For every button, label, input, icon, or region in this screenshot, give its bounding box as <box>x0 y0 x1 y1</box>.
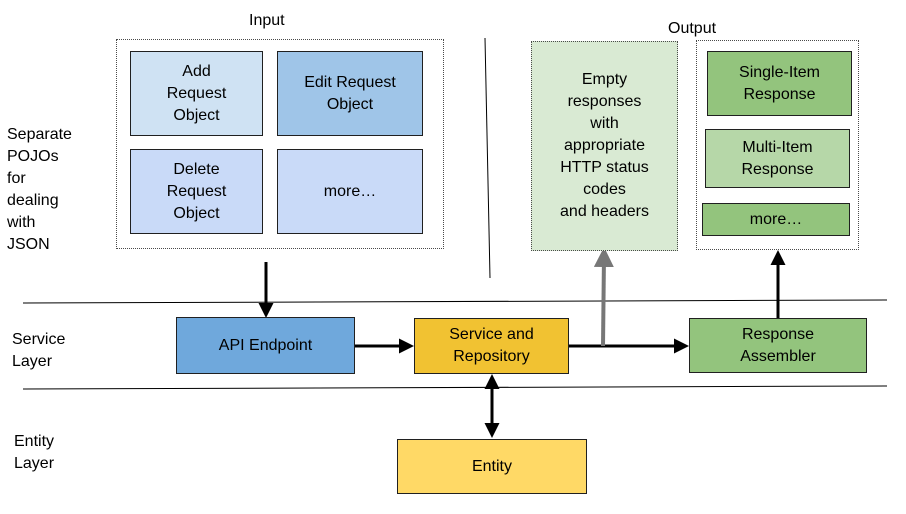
service-layer-top-divider <box>22 299 888 304</box>
service-repository-box[interactable]: Service and Repository <box>414 318 569 374</box>
response-assembler-box[interactable]: Response Assembler <box>689 318 867 373</box>
output-title: Output <box>668 20 717 37</box>
service-layer-label: Service Layer <box>12 331 66 370</box>
multi-item-response[interactable]: Multi-Item Response <box>705 129 850 188</box>
entity-box[interactable]: Entity <box>397 439 587 494</box>
add-request-object[interactable]: Add Request Object <box>130 51 263 136</box>
delete-request-object[interactable]: Delete Request Object <box>130 149 263 234</box>
api-endpoint-box[interactable]: API Endpoint <box>176 317 355 374</box>
pojos-label: Separate POJOs for dealing with JSON <box>7 126 72 253</box>
service-layer-bottom-divider <box>22 385 888 390</box>
input-group <box>116 39 444 249</box>
output-group <box>696 40 859 250</box>
empty-responses-box[interactable]: Empty responses with appropriate HTTP st… <box>531 41 678 251</box>
entity-layer-label: Entity Layer <box>14 433 55 472</box>
input-output-divider <box>484 37 491 279</box>
single-item-response[interactable]: Single-Item Response <box>707 51 852 116</box>
arrow-service-to-empty-response <box>593 247 614 347</box>
edit-request-object[interactable]: Edit Request Object <box>277 51 423 136</box>
more-input-objects[interactable]: more… <box>277 149 423 234</box>
more-output-objects[interactable]: more… <box>702 203 850 236</box>
input-title: Input <box>249 12 285 29</box>
